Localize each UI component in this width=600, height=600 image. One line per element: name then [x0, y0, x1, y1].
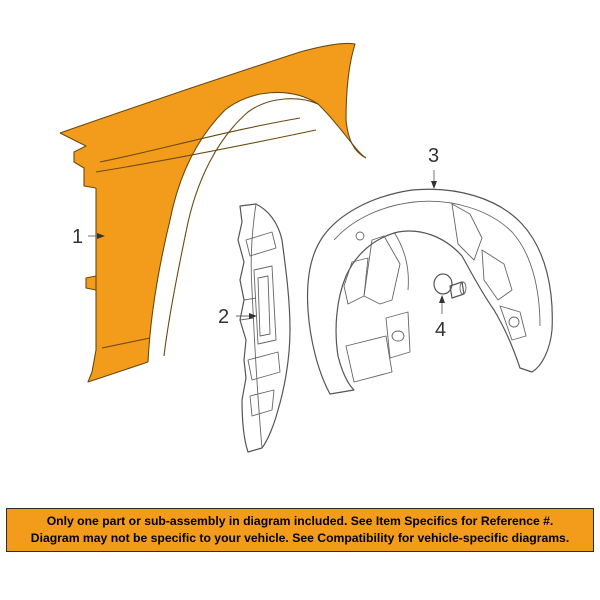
fender-panel: [60, 43, 366, 383]
push-pin-retainer-part: [433, 273, 467, 299]
callout-2-label: 2: [218, 306, 229, 328]
callout-4-label: 4: [435, 319, 446, 341]
disclaimer-line-2: Diagram may not be specific to your vehi…: [30, 531, 570, 545]
disclaimer-banner: Only one part or sub-assembly in diagram…: [6, 508, 594, 552]
callout-3-label: 3: [428, 145, 439, 167]
disclaimer-line-1: Only one part or sub-assembly in diagram…: [46, 514, 554, 528]
wheelhouse-liner-part: [306, 188, 553, 395]
fender-insulator-part: [237, 203, 291, 453]
fender-part: [59, 42, 367, 383]
callout-1-label: 1: [72, 226, 83, 248]
